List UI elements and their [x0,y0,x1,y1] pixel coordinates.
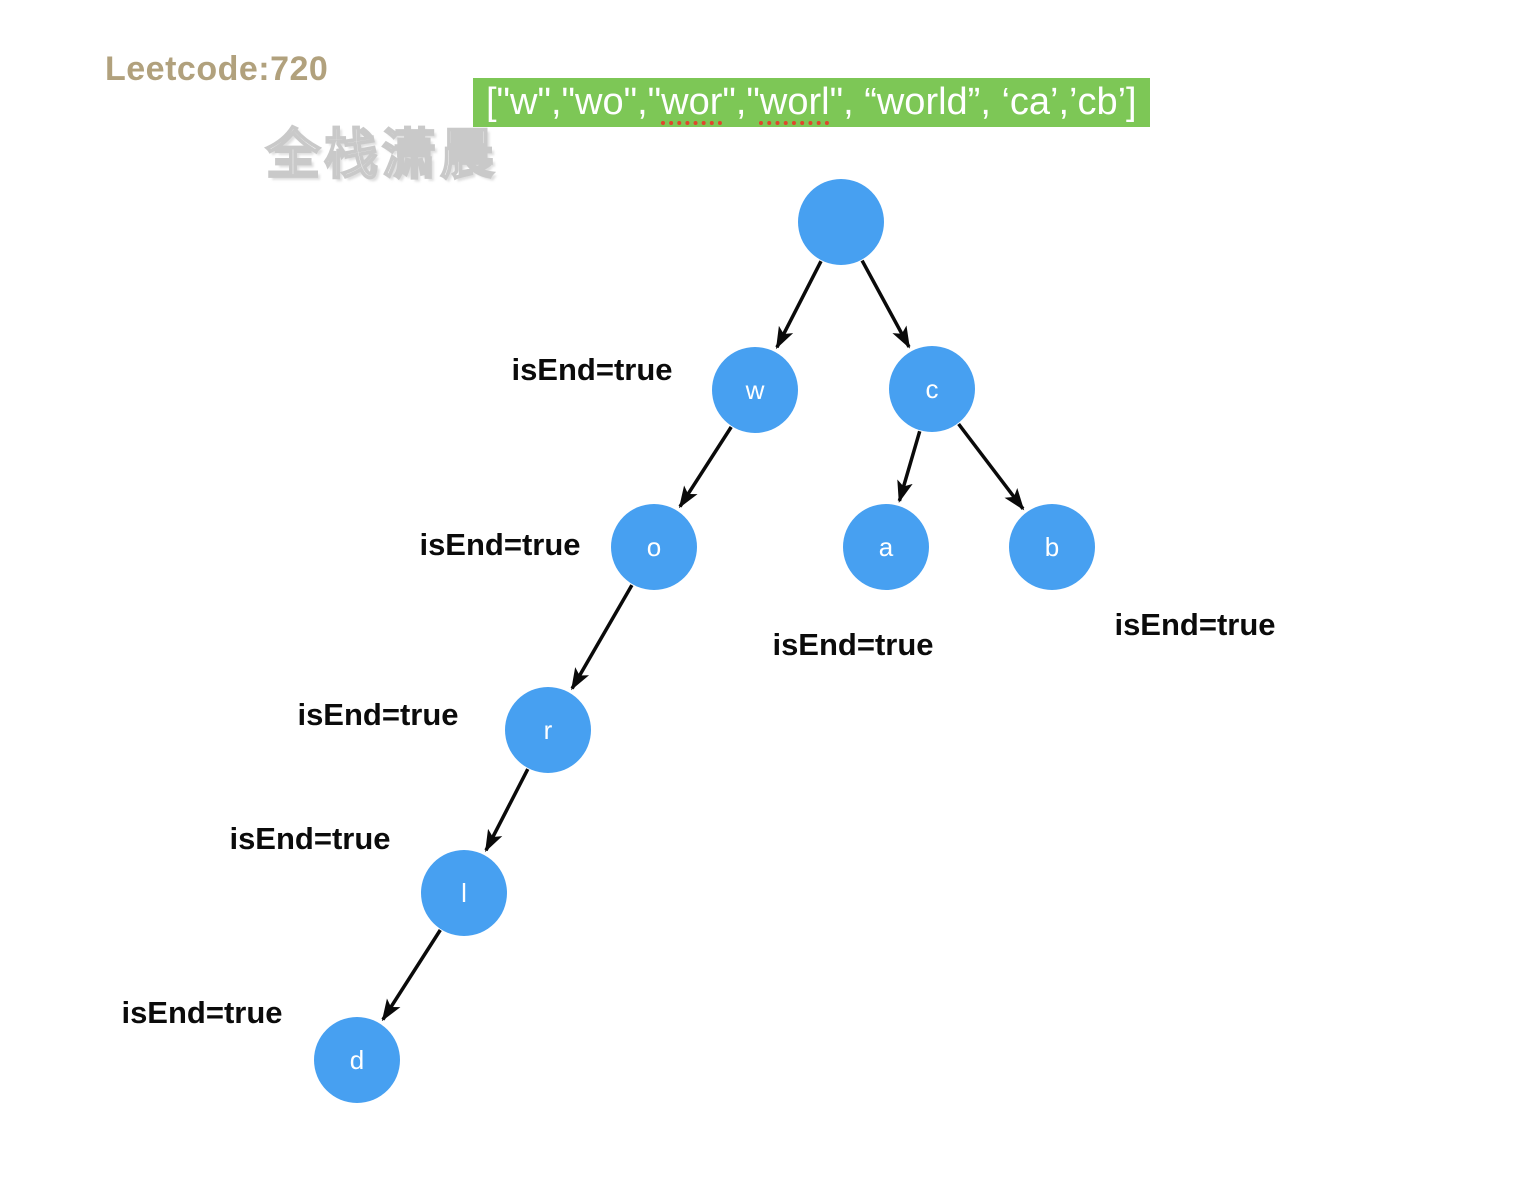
isend-annotation-r: isEnd=true [297,697,458,732]
trie-node-l [421,850,507,936]
trie-node-d [314,1017,400,1103]
isend-annotation-w: isEnd=true [511,352,672,387]
word-text: ", “world”, ‘ca’,’cb’] [829,81,1137,123]
isend-annotation-b: isEnd=true [1114,607,1275,642]
word-text: "," [722,81,760,123]
isend-annotation-o: isEnd=true [419,527,580,562]
trie-edge-o-r [570,584,634,691]
trie-edge-root-c [860,259,911,349]
trie-edge-c-a [897,430,922,503]
trie-node-label-a: a [879,532,894,562]
trie-node-label-d: d [350,1045,364,1075]
trie-edge-c-b [957,422,1025,511]
trie-node-label-o: o [647,532,661,562]
word-text: ["w","wo"," [486,81,662,123]
trie-node-c [889,346,975,432]
page-title: Leetcode:720 [105,50,329,88]
trie-node-label-c: c [926,374,939,404]
trie-node-w [712,347,798,433]
trie-node-label-w: w [745,375,765,405]
trie-edge-r-l [484,768,530,853]
trie-node-label-r: r [544,715,553,745]
trie-edge-w-o [678,426,733,509]
isend-annotation-a: isEnd=true [772,627,933,662]
trie-node-b [1009,504,1095,590]
trie-node-a [843,504,929,590]
watermark: 全栈潇晨 [265,124,498,186]
trie-node-label-b: b [1045,532,1059,562]
isend-annotation-l: isEnd=true [229,821,390,856]
trie-node-root [798,179,884,265]
word-misspelled: worl [759,81,830,123]
trie-node-label-l: l [461,878,467,908]
word-misspelled: wor [661,81,723,123]
trie-node-r [505,687,591,773]
trie-node-o [611,504,697,590]
trie-edge-root-w [775,260,823,350]
isend-annotation-d: isEnd=true [121,995,282,1030]
trie-edge-l-d [381,929,442,1022]
word-array-box: ["w","wo","wor","worl", “world”, ‘ca’,’c… [473,78,1150,127]
